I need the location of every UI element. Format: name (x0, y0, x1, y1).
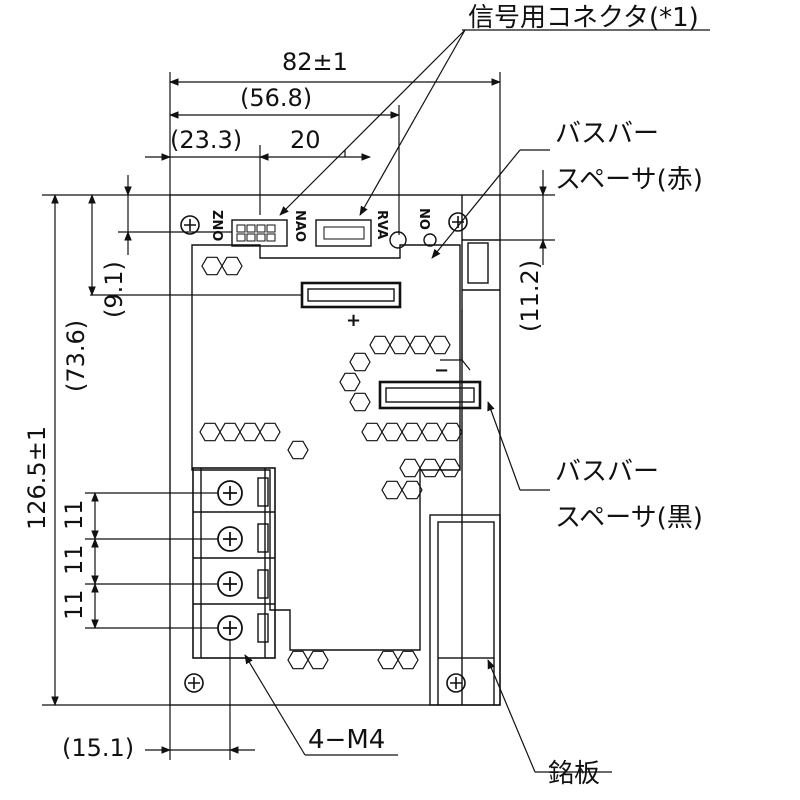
mark-connector-b: NAO (292, 210, 307, 242)
unit-outline (169, 194, 501, 706)
mounting-screws (180, 212, 468, 693)
mark-connector-a: ZNO (209, 210, 224, 241)
label-nameplate: 銘板 (548, 759, 600, 789)
mark-connector-c: RVA (374, 210, 389, 239)
bus-bar-spacer-red (300, 281, 402, 309)
signal-connector-2 (315, 219, 372, 247)
terminal-screws (217, 480, 243, 641)
dim-height-total: 126.5±1 (23, 426, 51, 530)
nameplate (429, 514, 501, 706)
dim-spacer-offset: (11.2) (516, 260, 544, 332)
dim-terminal-pitch-2: 11 (60, 544, 88, 575)
dim-top-offset: (9.1) (100, 261, 128, 318)
label-bus-bar-red-line2: スペーサ(赤) (555, 165, 703, 195)
dim-left-offset: (23.3) (170, 126, 242, 154)
terminal-block (192, 467, 276, 659)
bus-bar-spacer-black (378, 380, 482, 410)
honeycomb-vents (199, 256, 463, 670)
label-bus-bar-black-line2: スペーサ(黒) (555, 503, 703, 533)
dim-width-total: 82±1 (282, 48, 348, 76)
dim-terminal-pitch-1: 11 (60, 499, 88, 530)
dim-bus-bar-height: (73.6) (62, 320, 90, 392)
label-bus-bar-red-line1: バスバー (555, 119, 659, 149)
mark-plus: + (346, 310, 361, 331)
dim-bottom-left-offset: (15.1) (62, 734, 134, 762)
label-bus-bar-black-line1: バスバー (555, 457, 659, 487)
circuit-board (191, 244, 461, 651)
label-screws: 4−M4 (308, 725, 385, 755)
signal-connector-1 (231, 219, 288, 247)
adjustment-pot (389, 231, 407, 249)
dim-terminal-pitch-3: 11 (60, 589, 88, 620)
dim-signal-connector-offset: (56.8) (240, 84, 312, 112)
mark-connector-d: NO (416, 208, 431, 230)
label-signal-connector: 信号用コネクタ(*1) (468, 3, 699, 33)
dim-connector-pitch: 20 (290, 126, 321, 154)
mark-minus: − (434, 360, 449, 381)
